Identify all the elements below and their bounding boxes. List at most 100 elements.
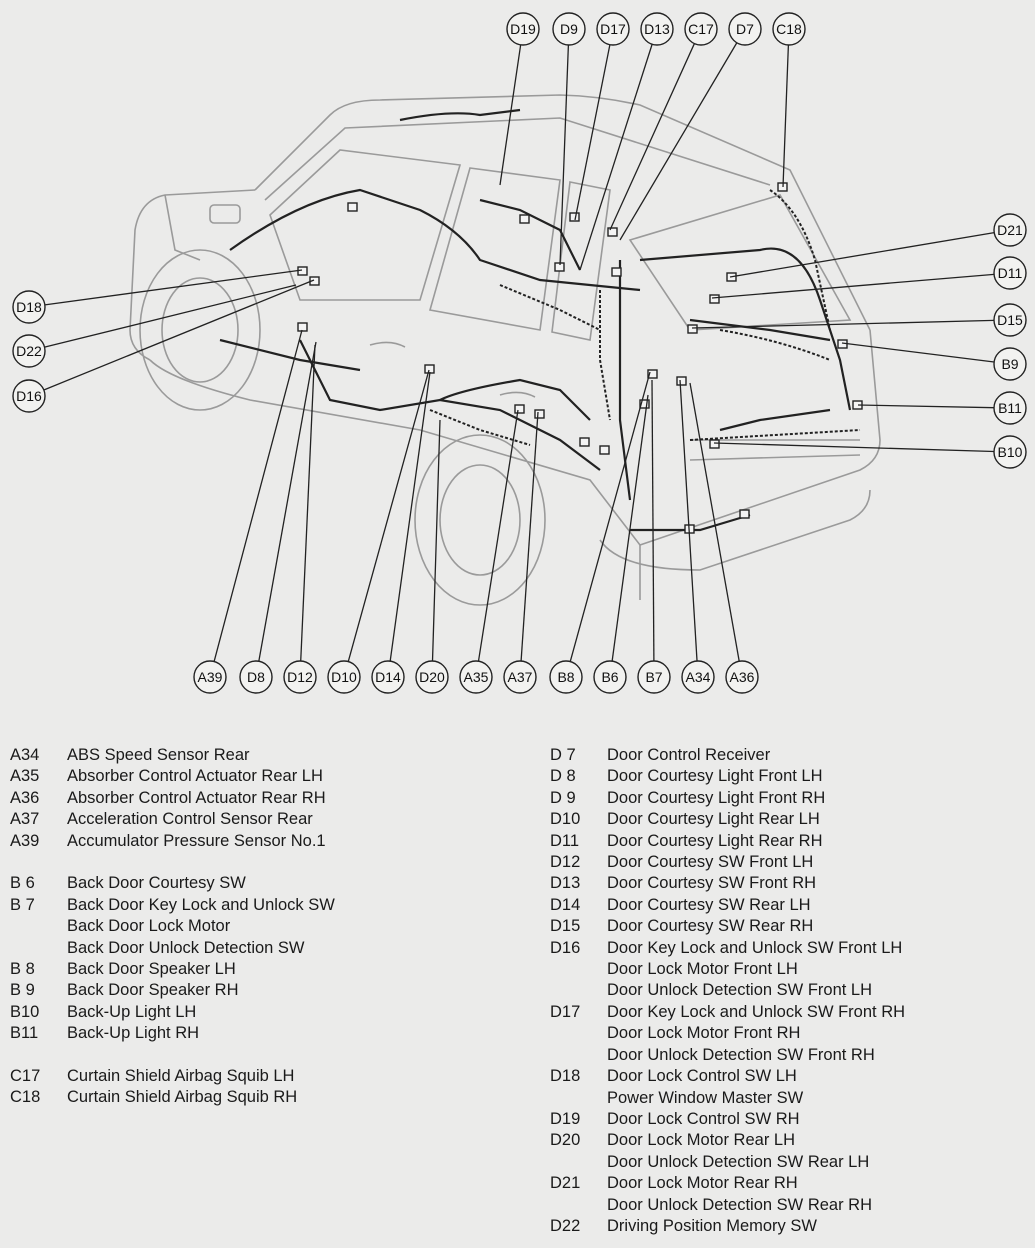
callout-d20: D20 [415, 660, 449, 694]
callout-circle-d10 [327, 660, 361, 694]
callout-label-d8: D8 [247, 669, 265, 685]
legend-code: B 6 [10, 874, 35, 893]
callout-d7: D7 [728, 12, 762, 46]
callout-a36: A36 [725, 660, 759, 694]
wire-harness-dotted [429, 189, 861, 446]
legend-component-name: Door Key Lock and Unlock SW Front LH [607, 938, 903, 957]
callout-a37: A37 [503, 660, 537, 694]
legend-entry: B 8 Back Door Speaker LH [10, 959, 510, 980]
legend-component-name: Back-Up Light RH [67, 1024, 200, 1043]
legend-component-name: Door Unlock Detection SW Rear RH [607, 1195, 872, 1214]
leader-d11 [711, 273, 995, 299]
legend-entry: Back Door Unlock Detection SW [10, 938, 510, 959]
legend-entry: Door Lock Motor Front RH [550, 1023, 1030, 1044]
callout-circle-b7 [637, 660, 671, 694]
legend-code: D11 [550, 831, 580, 850]
legend-entry: Power Window Master SW [550, 1088, 1030, 1109]
legend-code: D13 [550, 874, 581, 893]
legend-entry: Door Unlock Detection SW Front RH [550, 1045, 1030, 1066]
callout-d22: D22 [12, 334, 46, 368]
callout-label-d17: D17 [600, 21, 626, 37]
callout-label-b8: B8 [557, 669, 574, 685]
leader-a37 [520, 411, 539, 662]
leader-d18 [44, 269, 303, 306]
legend-component-name: Door Lock Motor Rear RH [607, 1174, 798, 1193]
callout-circle-d19 [506, 12, 540, 46]
leader-a36 [689, 382, 740, 662]
callout-circle-d8 [239, 660, 273, 694]
leader-d13 [579, 44, 653, 271]
legend-component-name: Door Control Receiver [607, 746, 771, 764]
callout-label-d16: D16 [16, 388, 42, 404]
callout-a39: A39 [193, 660, 227, 694]
legend-code [550, 980, 607, 1001]
callout-label-d20: D20 [419, 669, 445, 685]
legend-code: D22 [550, 1216, 581, 1235]
legend-component-name: Door Courtesy Light Rear RH [607, 831, 823, 850]
legend-entry: Back Door Lock Motor [10, 916, 510, 937]
callout-label-d11: D11 [998, 265, 1023, 281]
legend-component-name: Back Door Unlock Detection SW [67, 938, 305, 957]
callout-d13: D13 [640, 12, 674, 46]
legend-code: A34 [10, 746, 40, 764]
callout-b10: B10 [993, 435, 1027, 469]
callout-d10: D10 [327, 660, 361, 694]
legend-code: B11 [10, 1024, 39, 1043]
callout-label-a34: A34 [686, 669, 711, 685]
legend-code: B 8 [10, 960, 35, 979]
legend-code: D16 [550, 938, 581, 957]
legend-code [550, 1045, 607, 1066]
callout-d15: D15 [993, 303, 1027, 337]
legend-component-name: Door Unlock Detection SW Rear LH [607, 1152, 870, 1171]
callout-circle-d14 [371, 660, 405, 694]
legend-code: D14 [550, 895, 581, 914]
legend-entry: D16 Door Key Lock and Unlock SW Front LH [550, 938, 1030, 959]
callout-circle-d21 [993, 213, 1027, 247]
legend-component-name: Door Unlock Detection SW Front RH [607, 1045, 875, 1064]
leader-d19 [499, 44, 522, 186]
leader-b6 [611, 394, 649, 662]
legend-spacer [10, 852, 510, 873]
leader-d14 [389, 371, 431, 662]
callout-label-a39: A39 [198, 669, 223, 685]
callout-circle-b11 [993, 391, 1027, 425]
legend-code [550, 1023, 607, 1044]
legend-entry: Door Unlock Detection SW Rear RH [550, 1195, 1030, 1216]
leader-b7 [651, 379, 655, 662]
callout-circle-d13 [640, 12, 674, 46]
leader-d17 [574, 44, 611, 221]
callout-label-d15: D15 [997, 312, 1023, 328]
leader-d8 [258, 341, 317, 662]
legend-component-name: Door Courtesy Light Front RH [607, 788, 826, 807]
legend-code: A39 [10, 831, 40, 850]
callout-d14: D14 [371, 660, 405, 694]
legend-component-name: Back Door Speaker LH [67, 960, 236, 979]
legend-code: D19 [550, 1109, 581, 1128]
callout-circle-b9 [993, 347, 1027, 381]
legend-component-name: ABS Speed Sensor Rear [67, 746, 250, 764]
callout-circle-a35 [459, 660, 493, 694]
callout-label-d13: D13 [644, 21, 670, 37]
callout-circle-d12 [283, 660, 317, 694]
callout-label-d9: D9 [560, 21, 578, 37]
legend-component-name: Door Courtesy SW Rear LH [607, 895, 811, 914]
legend-component-name: Door Lock Motor Front LH [607, 960, 798, 979]
leader-d9 [559, 44, 570, 266]
legend-code: C17 [10, 1067, 41, 1086]
callout-d11: D11 [993, 256, 1027, 290]
